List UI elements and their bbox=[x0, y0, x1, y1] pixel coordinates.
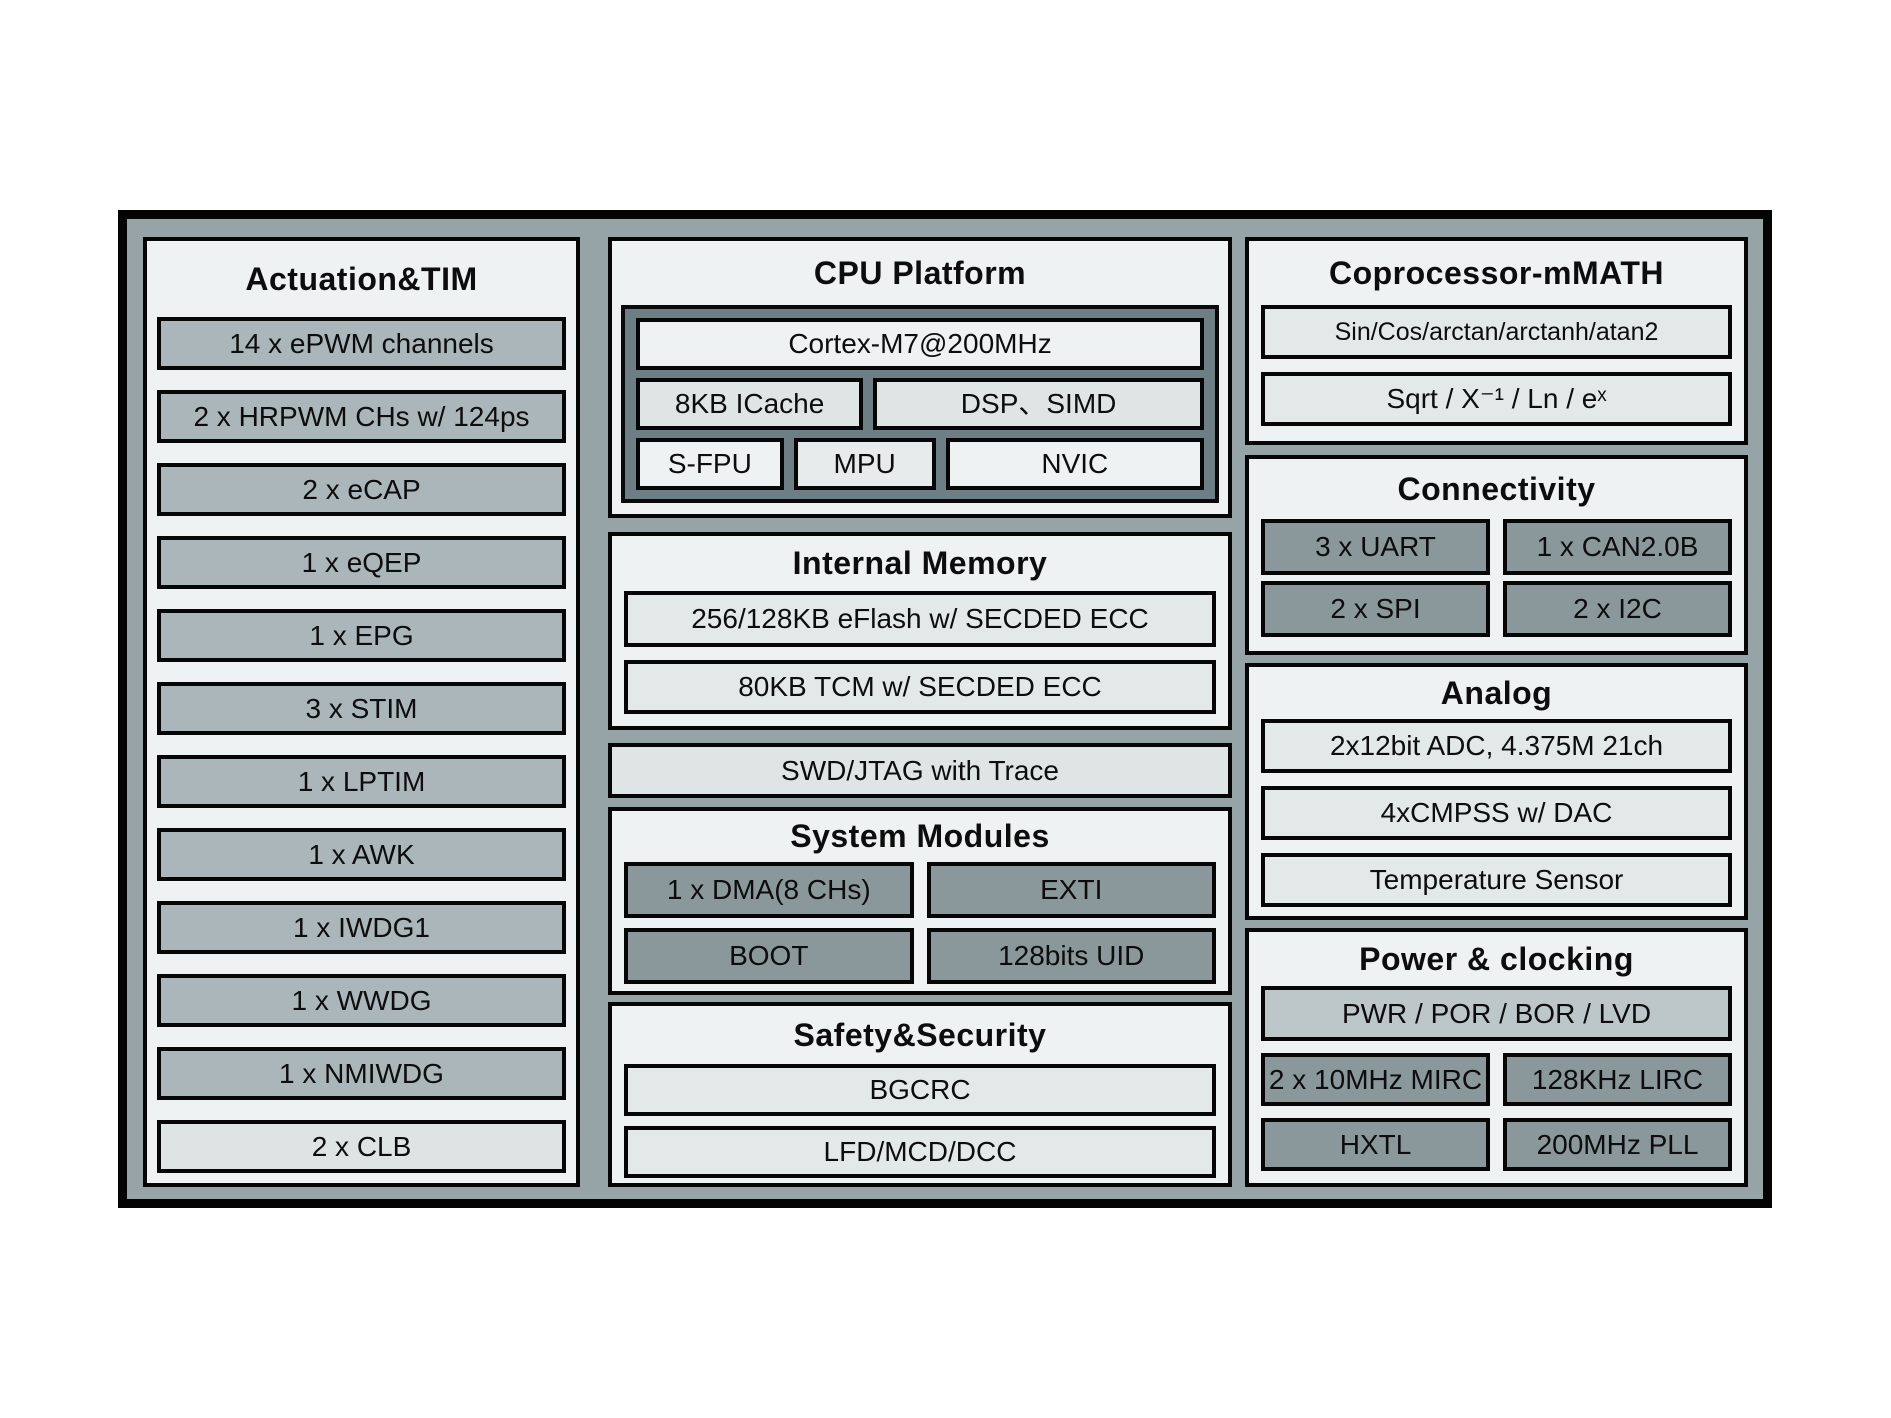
block-mpu: MPU bbox=[793, 438, 936, 490]
item-ecap: 2 x eCAP bbox=[157, 463, 566, 516]
block-tcm: 80KB TCM w/ SECDED ECC bbox=[624, 660, 1216, 714]
block-pll: 200MHz PLL bbox=[1503, 1118, 1732, 1171]
block-temp-sensor: Temperature Sensor bbox=[1261, 853, 1732, 907]
block-trig-functions: Sin/Cos/arctan/arctanh/atan2 bbox=[1261, 305, 1732, 359]
system-modules-items: 1 x DMA(8 CHs) EXTI BOOT 128bits UID bbox=[612, 862, 1228, 984]
block-dsp-simd: DSP、SIMD bbox=[873, 378, 1204, 430]
internal-memory-items: 256/128KB eFlash w/ SECDED ECC 80KB TCM … bbox=[612, 591, 1228, 727]
item-stim: 3 x STIM bbox=[157, 682, 566, 735]
panel-connectivity: Connectivity 3 x UART 1 x CAN2.0B 2 x SP… bbox=[1245, 455, 1748, 655]
cpu-row-units: S-FPU MPU NVIC bbox=[636, 438, 1204, 490]
block-nvic: NVIC bbox=[945, 438, 1204, 490]
block-spi: 2 x SPI bbox=[1261, 581, 1490, 637]
block-exti: EXTI bbox=[926, 862, 1216, 918]
cpu-row-core: Cortex-M7@200MHz bbox=[636, 318, 1204, 370]
coprocessor-title: Coprocessor-mMATH bbox=[1328, 254, 1665, 291]
panel-analog: Analog 2x12bit ADC, 4.375M 21ch 4xCMPSS … bbox=[1245, 663, 1748, 920]
analog-title: Analog bbox=[1440, 674, 1553, 711]
block-swd-jtag: SWD/JTAG with Trace bbox=[608, 743, 1232, 798]
block-icache: 8KB ICache bbox=[636, 378, 864, 430]
block-sfpu: S-FPU bbox=[636, 438, 784, 490]
block-uid: 128bits UID bbox=[926, 928, 1216, 984]
block-i2c: 2 x I2C bbox=[1503, 581, 1732, 637]
cpu-core-container: Cortex-M7@200MHz 8KB ICache DSP、SIMD S-F… bbox=[621, 305, 1219, 503]
item-hrpwm: 2 x HRPWM CHs w/ 124ps bbox=[157, 390, 566, 443]
coprocessor-items: Sin/Cos/arctan/arctanh/atan2 Sqrt / X⁻¹ … bbox=[1249, 305, 1744, 439]
safety-security-items: BGCRC LFD/MCD/DCC bbox=[612, 1064, 1228, 1191]
cpu-row-cache: 8KB ICache DSP、SIMD bbox=[636, 378, 1204, 430]
block-cmpss: 4xCMPSS w/ DAC bbox=[1261, 786, 1732, 840]
analog-items: 2x12bit ADC, 4.375M 21ch 4xCMPSS w/ DAC … bbox=[1249, 719, 1744, 920]
block-mirc: 2 x 10MHz MIRC bbox=[1261, 1053, 1490, 1106]
block-hxtl: HXTL bbox=[1261, 1118, 1490, 1171]
panel-internal-memory: Internal Memory 256/128KB eFlash w/ SECD… bbox=[608, 532, 1232, 730]
chip-outline-frame: Actuation&TIM 14 x ePWM channels 2 x HRP… bbox=[118, 210, 1772, 1208]
connectivity-title: Connectivity bbox=[1397, 470, 1596, 507]
block-eflash: 256/128KB eFlash w/ SECDED ECC bbox=[624, 591, 1216, 647]
actuation-tim-title: Actuation&TIM bbox=[245, 260, 478, 297]
block-adc: 2x12bit ADC, 4.375M 21ch bbox=[1261, 719, 1732, 773]
panel-coprocessor: Coprocessor-mMATH Sin/Cos/arctan/arctanh… bbox=[1245, 237, 1748, 445]
block-pwr-por-bor-lvd: PWR / POR / BOR / LVD bbox=[1261, 986, 1732, 1041]
block-lirc: 128KHz LIRC bbox=[1503, 1053, 1732, 1106]
block-cortex-m7: Cortex-M7@200MHz bbox=[636, 318, 1204, 370]
item-wwdg: 1 x WWDG bbox=[157, 974, 566, 1027]
panel-cpu-platform: CPU Platform Cortex-M7@200MHz 8KB ICache… bbox=[608, 237, 1232, 518]
actuation-tim-items: 14 x ePWM channels 2 x HRPWM CHs w/ 124p… bbox=[147, 317, 576, 1193]
block-sqrt-ln-exp: Sqrt / X⁻¹ / Ln / eˣ bbox=[1261, 372, 1732, 426]
cpu-platform-title: CPU Platform bbox=[813, 254, 1027, 291]
item-iwdg1: 1 x IWDG1 bbox=[157, 901, 566, 954]
panel-actuation-tim: Actuation&TIM 14 x ePWM channels 2 x HRP… bbox=[143, 237, 580, 1187]
internal-memory-title: Internal Memory bbox=[792, 545, 1048, 581]
block-dma: 1 x DMA(8 CHs) bbox=[624, 862, 914, 918]
item-eqep: 1 x eQEP bbox=[157, 536, 566, 589]
item-epwm-channels: 14 x ePWM channels bbox=[157, 317, 566, 370]
system-modules-title: System Modules bbox=[790, 818, 1050, 854]
item-epg: 1 x EPG bbox=[157, 609, 566, 662]
item-nmiwdg: 1 x NMIWDG bbox=[157, 1047, 566, 1100]
panel-safety-security: Safety&Security BGCRC LFD/MCD/DCC bbox=[608, 1002, 1232, 1187]
panel-system-modules: System Modules 1 x DMA(8 CHs) EXTI BOOT … bbox=[608, 807, 1232, 995]
power-clocking-title: Power & clocking bbox=[1359, 940, 1634, 977]
block-boot: BOOT bbox=[624, 928, 914, 984]
panel-power-clocking: Power & clocking PWR / POR / BOR / LVD 2… bbox=[1245, 928, 1748, 1187]
safety-security-title: Safety&Security bbox=[793, 1016, 1047, 1053]
block-bgcrc: BGCRC bbox=[624, 1064, 1216, 1116]
block-uart: 3 x UART bbox=[1261, 519, 1490, 575]
block-lfd-mcd-dcc: LFD/MCD/DCC bbox=[624, 1126, 1216, 1178]
item-awk: 1 x AWK bbox=[157, 828, 566, 881]
block-can: 1 x CAN2.0B bbox=[1503, 519, 1732, 575]
power-clocking-items: 2 x 10MHz MIRC 128KHz LIRC HXTL 200MHz P… bbox=[1249, 1053, 1744, 1171]
item-lptim: 1 x LPTIM bbox=[157, 755, 566, 808]
item-clb: 2 x CLB bbox=[157, 1120, 566, 1173]
connectivity-items: 3 x UART 1 x CAN2.0B 2 x SPI 2 x I2C bbox=[1249, 519, 1744, 637]
